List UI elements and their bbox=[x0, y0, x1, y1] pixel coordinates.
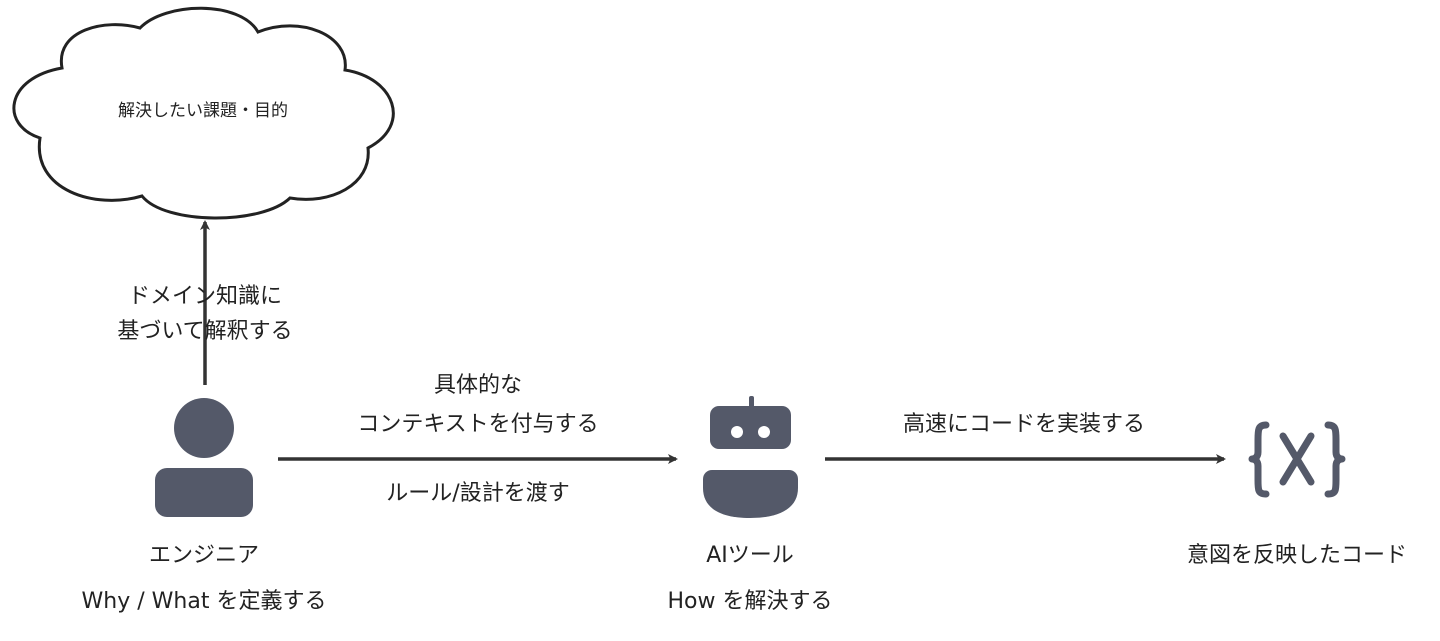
engineer-subtitle: Why / What を定義する bbox=[81, 589, 327, 614]
implement-label: 高速にコードを実装する bbox=[902, 412, 1146, 437]
context-label-line1: 具体的な bbox=[433, 373, 523, 398]
engineer-title: エンジニア bbox=[148, 543, 260, 568]
code-title: 意図を反映したコード bbox=[1186, 543, 1408, 568]
code-variable-icon bbox=[1248, 421, 1346, 498]
ai-tool-title: AIツール bbox=[706, 543, 794, 568]
ai-tool-subtitle: How を解決する bbox=[667, 589, 833, 614]
cloud-shape bbox=[12, 6, 395, 220]
robot-icon bbox=[703, 396, 798, 518]
person-icon bbox=[155, 398, 253, 517]
up-arrow-label-line2: 基づいて解釈する bbox=[117, 319, 293, 344]
up-arrow-label-line1: ドメイン知識に bbox=[127, 284, 283, 309]
context-label-line2: コンテキストを付与する bbox=[357, 412, 599, 437]
rules-label: ルール/設計を渡す bbox=[386, 481, 570, 506]
cloud-label: 解決したい課題・目的 bbox=[118, 101, 288, 121]
